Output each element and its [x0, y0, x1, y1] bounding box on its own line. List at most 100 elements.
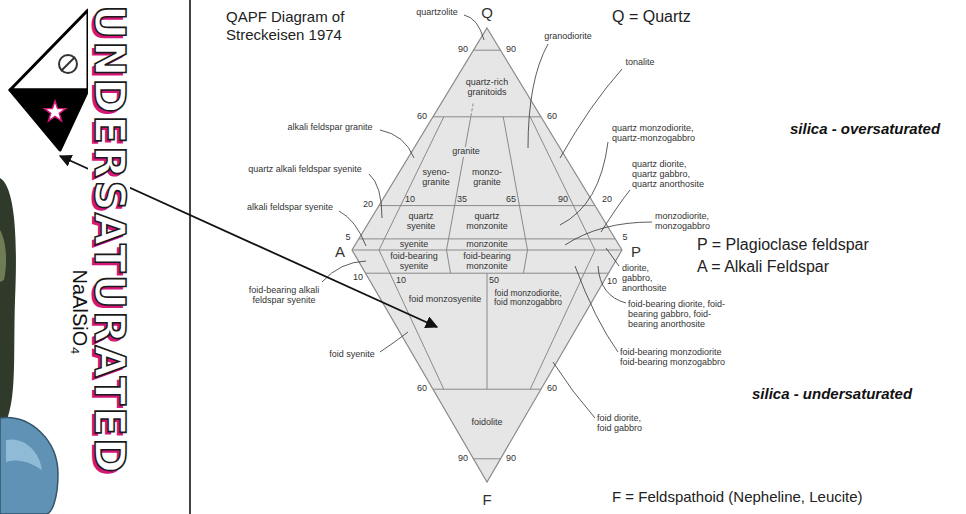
field-label: granite — [450, 147, 482, 157]
boundary-number: 90 — [458, 45, 468, 55]
null-symbol — [61, 57, 75, 71]
boundary-number: 60 — [547, 112, 557, 122]
field-boundaries — [352, 50, 622, 459]
rock-name-callout: foid syenite — [329, 350, 375, 360]
leader-line — [528, 44, 548, 148]
field-label: monzo-granite — [470, 168, 504, 188]
field-label: monzonite — [466, 240, 508, 250]
rock-name-callout: tonalite — [625, 58, 654, 68]
field-boundary — [487, 273, 488, 389]
field-label: foid-bearing monzonite — [459, 252, 515, 272]
rock-photo — [0, 418, 58, 514]
rock-name-callout: alkali feldspar syenite — [247, 203, 333, 213]
field-label: foid monzosyenite — [409, 295, 482, 305]
logo-icon — [10, 10, 88, 90]
vertex-label: P — [631, 244, 641, 261]
field-boundary — [474, 50, 501, 51]
boundary-number: 90 — [458, 454, 468, 464]
logo-text: UNDERSATURATED — [88, 5, 130, 475]
rock-photo — [0, 178, 16, 432]
boundary-number: 10 — [396, 276, 406, 286]
leader-line — [598, 266, 626, 303]
rock-name-callout: quartz diorite, quartz gabbro, quartz an… — [632, 160, 712, 190]
boundary-number: 60 — [547, 384, 557, 394]
qapf-diamond — [352, 28, 622, 482]
separator-line — [189, 0, 191, 514]
boundary-number: 5 — [345, 233, 350, 243]
rock-photo-speck — [0, 230, 6, 282]
diagram-title: QAPF Diagram of Streckeisen 1974 — [226, 8, 376, 44]
leader-line — [601, 190, 630, 232]
leader-line — [380, 332, 408, 352]
rock-name-callout: foid diorite, foid gabbro — [597, 414, 655, 434]
leader-line — [369, 174, 382, 218]
rock-name-callout: quartzolite — [416, 8, 458, 18]
field-boundary — [530, 250, 595, 389]
rock-name-callout: quartz alkali feldspar syenite — [248, 165, 362, 175]
axis-key: Q = Quartz — [612, 8, 691, 26]
boundary-number: 90 — [506, 45, 516, 55]
leader-line — [380, 130, 414, 158]
boundary-number: 10 — [607, 277, 617, 287]
field-boundary — [352, 250, 622, 251]
field-boundary — [379, 250, 444, 389]
field-label: quartz syenite — [401, 212, 441, 232]
field-boundary — [474, 458, 501, 459]
boundary-number: 35 — [457, 195, 467, 205]
boundary-number: 60 — [417, 384, 427, 394]
vertex-label: A — [335, 244, 345, 261]
rock-name-callout: monzodiorite, monzogabbro — [655, 212, 725, 232]
field-label: syeno-granite — [419, 168, 453, 188]
axis-key: P = Plagioclase feldspar — [697, 236, 869, 254]
silica-note: silica - oversaturated — [790, 121, 940, 138]
logo-icon — [10, 90, 88, 150]
field-boundary — [447, 250, 451, 273]
formula-text: NaAlSiO₄ — [70, 270, 90, 355]
axis-key: F = Feldspathoid (Nepheline, Leucite) — [612, 489, 863, 506]
axis-key: A = Alkali Feldspar — [697, 258, 829, 276]
rock-photo-speck — [6, 439, 42, 470]
leader-line — [575, 266, 618, 352]
field-boundary-dashed — [471, 104, 473, 117]
null-symbol — [59, 55, 77, 73]
silica-note: silica - undersaturated — [752, 386, 912, 403]
leader-lines — [322, 15, 652, 418]
leader-line — [606, 248, 619, 266]
boundary-number: 65 — [506, 195, 516, 205]
rock-name-callout: foid-bearing diorite, foid-bearing gabbr… — [628, 300, 733, 330]
rock-name-callout: quartz monzodiorite, quartz-monzogabbro — [612, 124, 724, 144]
boundary-number: 20 — [602, 195, 612, 205]
field-label: syenite — [400, 240, 429, 250]
leader-line — [464, 15, 484, 40]
field-label: foidolite — [471, 418, 502, 428]
rock-name-callout: alkali feldspar granite — [287, 123, 372, 133]
field-label: quartz monzonite — [464, 212, 510, 232]
star-symbol — [45, 101, 66, 121]
boundary-number: 10 — [405, 195, 415, 205]
field-boundary — [433, 116, 541, 117]
leader-line — [322, 261, 366, 282]
field-boundary — [379, 205, 595, 206]
boundary-number: 50 — [489, 276, 499, 286]
leader-line — [565, 222, 652, 245]
vertex-label: Q — [481, 5, 493, 22]
rock-name-callout: diorite, gabbro, anorthosite — [622, 264, 672, 294]
leader-line — [560, 69, 622, 158]
leader-line — [339, 211, 366, 246]
boundary-number: 60 — [417, 112, 427, 122]
leader-line — [560, 142, 608, 225]
rock-name-callout: foid-bearing monzodiorite foid-bearing m… — [620, 348, 730, 368]
rock-name-callout: foid-bearing alkali feldspar syenite — [242, 286, 327, 306]
field-label: foid-bearing syenite — [386, 252, 442, 272]
boundary-number: 90 — [558, 195, 568, 205]
field-label: quartz-rich granitoids — [457, 78, 517, 98]
boundary-number: 20 — [363, 200, 373, 210]
field-label: foid monzodiorite, foid monzogabbro — [490, 289, 566, 308]
vertex-label: F — [482, 492, 491, 509]
field-boundary — [530, 117, 595, 250]
boundary-number: 10 — [353, 273, 363, 283]
boundary-number: 5 — [622, 233, 627, 243]
boundary-number: 90 — [506, 454, 516, 464]
field-boundary — [523, 250, 527, 273]
